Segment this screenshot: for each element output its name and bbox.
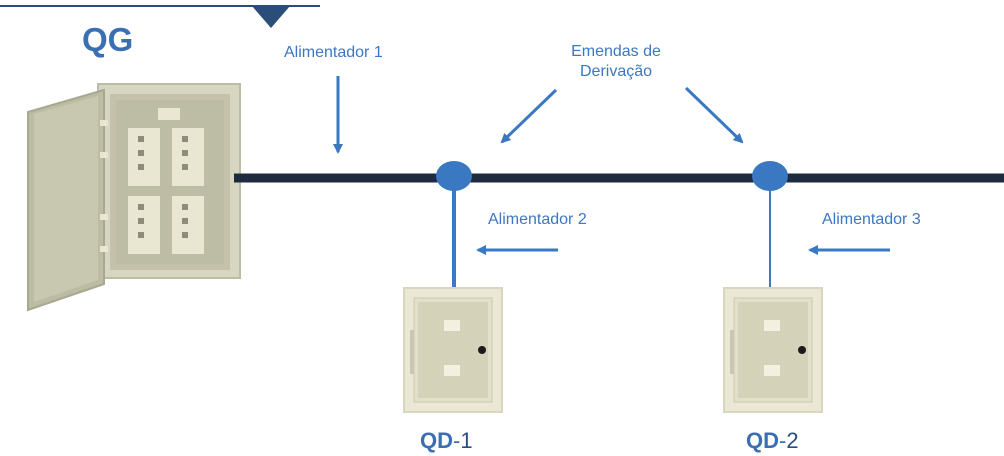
arrow-splice-1 [500, 88, 558, 144]
sub-panel-1-number: 1 [460, 428, 473, 453]
feeder-1-label: Alimentador 1 [284, 44, 383, 61]
splice-node-2 [752, 161, 788, 191]
splices-label-line-2: Derivação [579, 63, 653, 80]
sub-panel-2-illustration [723, 287, 823, 413]
sub-panel-2-number: 2 [786, 428, 799, 453]
main-panel-illustration [27, 83, 241, 312]
splices-label-line-1: Emendas de [571, 43, 661, 60]
door-hinges [100, 120, 108, 252]
feeder-3-label: Alimentador 3 [822, 211, 921, 228]
splices-label: Emendas de Derivação [548, 42, 684, 82]
main-panel-title: QG [82, 21, 134, 58]
sub-panel-2-prefix: QD [746, 428, 779, 453]
header-tab-triangle [252, 6, 290, 28]
sub-panel-1-prefix: QD [420, 428, 453, 453]
sub-panel-1-sep: - [453, 428, 461, 453]
sub-panel-2-name: QD-2 [746, 428, 799, 454]
feeder-2-label: Alimentador 2 [488, 211, 587, 228]
sub-panel-1-name: QD-1 [420, 428, 473, 454]
splice-node-1 [436, 161, 472, 191]
lock-icon [478, 346, 486, 354]
sub-panel-1-illustration [403, 287, 503, 413]
lock-icon [798, 346, 806, 354]
arrow-splice-2 [684, 86, 744, 144]
sub-panel-2-sep: - [779, 428, 787, 453]
header-bar [0, 5, 320, 28]
